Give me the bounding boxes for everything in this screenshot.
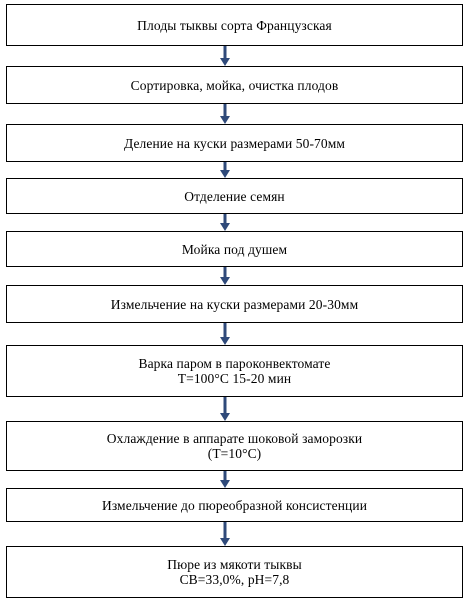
flow-step-6: Измельчение на куски размерами 20-30мм [6,285,463,323]
flow-arrow-6 [219,323,231,345]
flow-arrow-4 [219,214,231,231]
flow-arrow-7 [219,397,231,421]
flow-step-3-text: Деление на куски размерами 50-70мм [123,135,346,151]
flow-step-2-text: Сортировка, мойка, очистка плодов [130,77,339,93]
flow-step-6-text: Измельчение на куски размерами 20-30мм [110,296,359,312]
arrow-down-icon [220,471,230,488]
flow-step-8-text: Охлаждение в аппарате шоковой заморозки … [106,431,363,461]
flow-step-3: Деление на куски размерами 50-70мм [6,124,463,162]
flow-step-4: Отделение семян [6,178,463,214]
flow-step-9: Измельчение до пюреобразной консистенции [6,488,463,522]
flow-step-5: Мойка под душем [6,231,463,267]
arrow-down-icon [220,267,230,285]
flow-step-10: Пюре из мякоти тыквы СВ=33,0%, рН=7,8 [6,546,463,598]
flow-step-4-text: Отделение семян [184,188,285,204]
flow-arrow-3 [219,162,231,178]
flow-step-8: Охлаждение в аппарате шоковой заморозки … [6,421,463,471]
flow-arrow-1 [219,46,231,66]
arrow-down-icon [220,214,230,231]
arrow-down-icon [220,46,230,66]
arrow-down-icon [220,522,230,546]
arrow-down-icon [220,397,230,421]
flow-step-1: Плоды тыквы сорта Французская [6,4,463,46]
flow-step-10-text: Пюре из мякоти тыквы СВ=33,0%, рН=7,8 [167,557,302,587]
flow-arrow-9 [219,522,231,546]
flow-arrow-5 [219,267,231,285]
flow-step-5-text: Мойка под душем [181,241,288,257]
arrow-down-icon [220,162,230,178]
flow-step-7: Варка паром в пароконвектомате Т=100°С 1… [6,345,463,397]
arrow-down-icon [220,104,230,124]
flow-arrow-8 [219,471,231,488]
flow-step-9-text: Измельчение до пюреобразной консистенции [101,497,368,513]
arrow-down-icon [220,323,230,345]
flow-step-2: Сортировка, мойка, очистка плодов [6,66,463,104]
flow-arrow-2 [219,104,231,124]
flow-step-1-text: Плоды тыквы сорта Французская [137,17,332,33]
flow-step-7-text: Варка паром в пароконвектомате Т=100°С 1… [138,356,331,386]
